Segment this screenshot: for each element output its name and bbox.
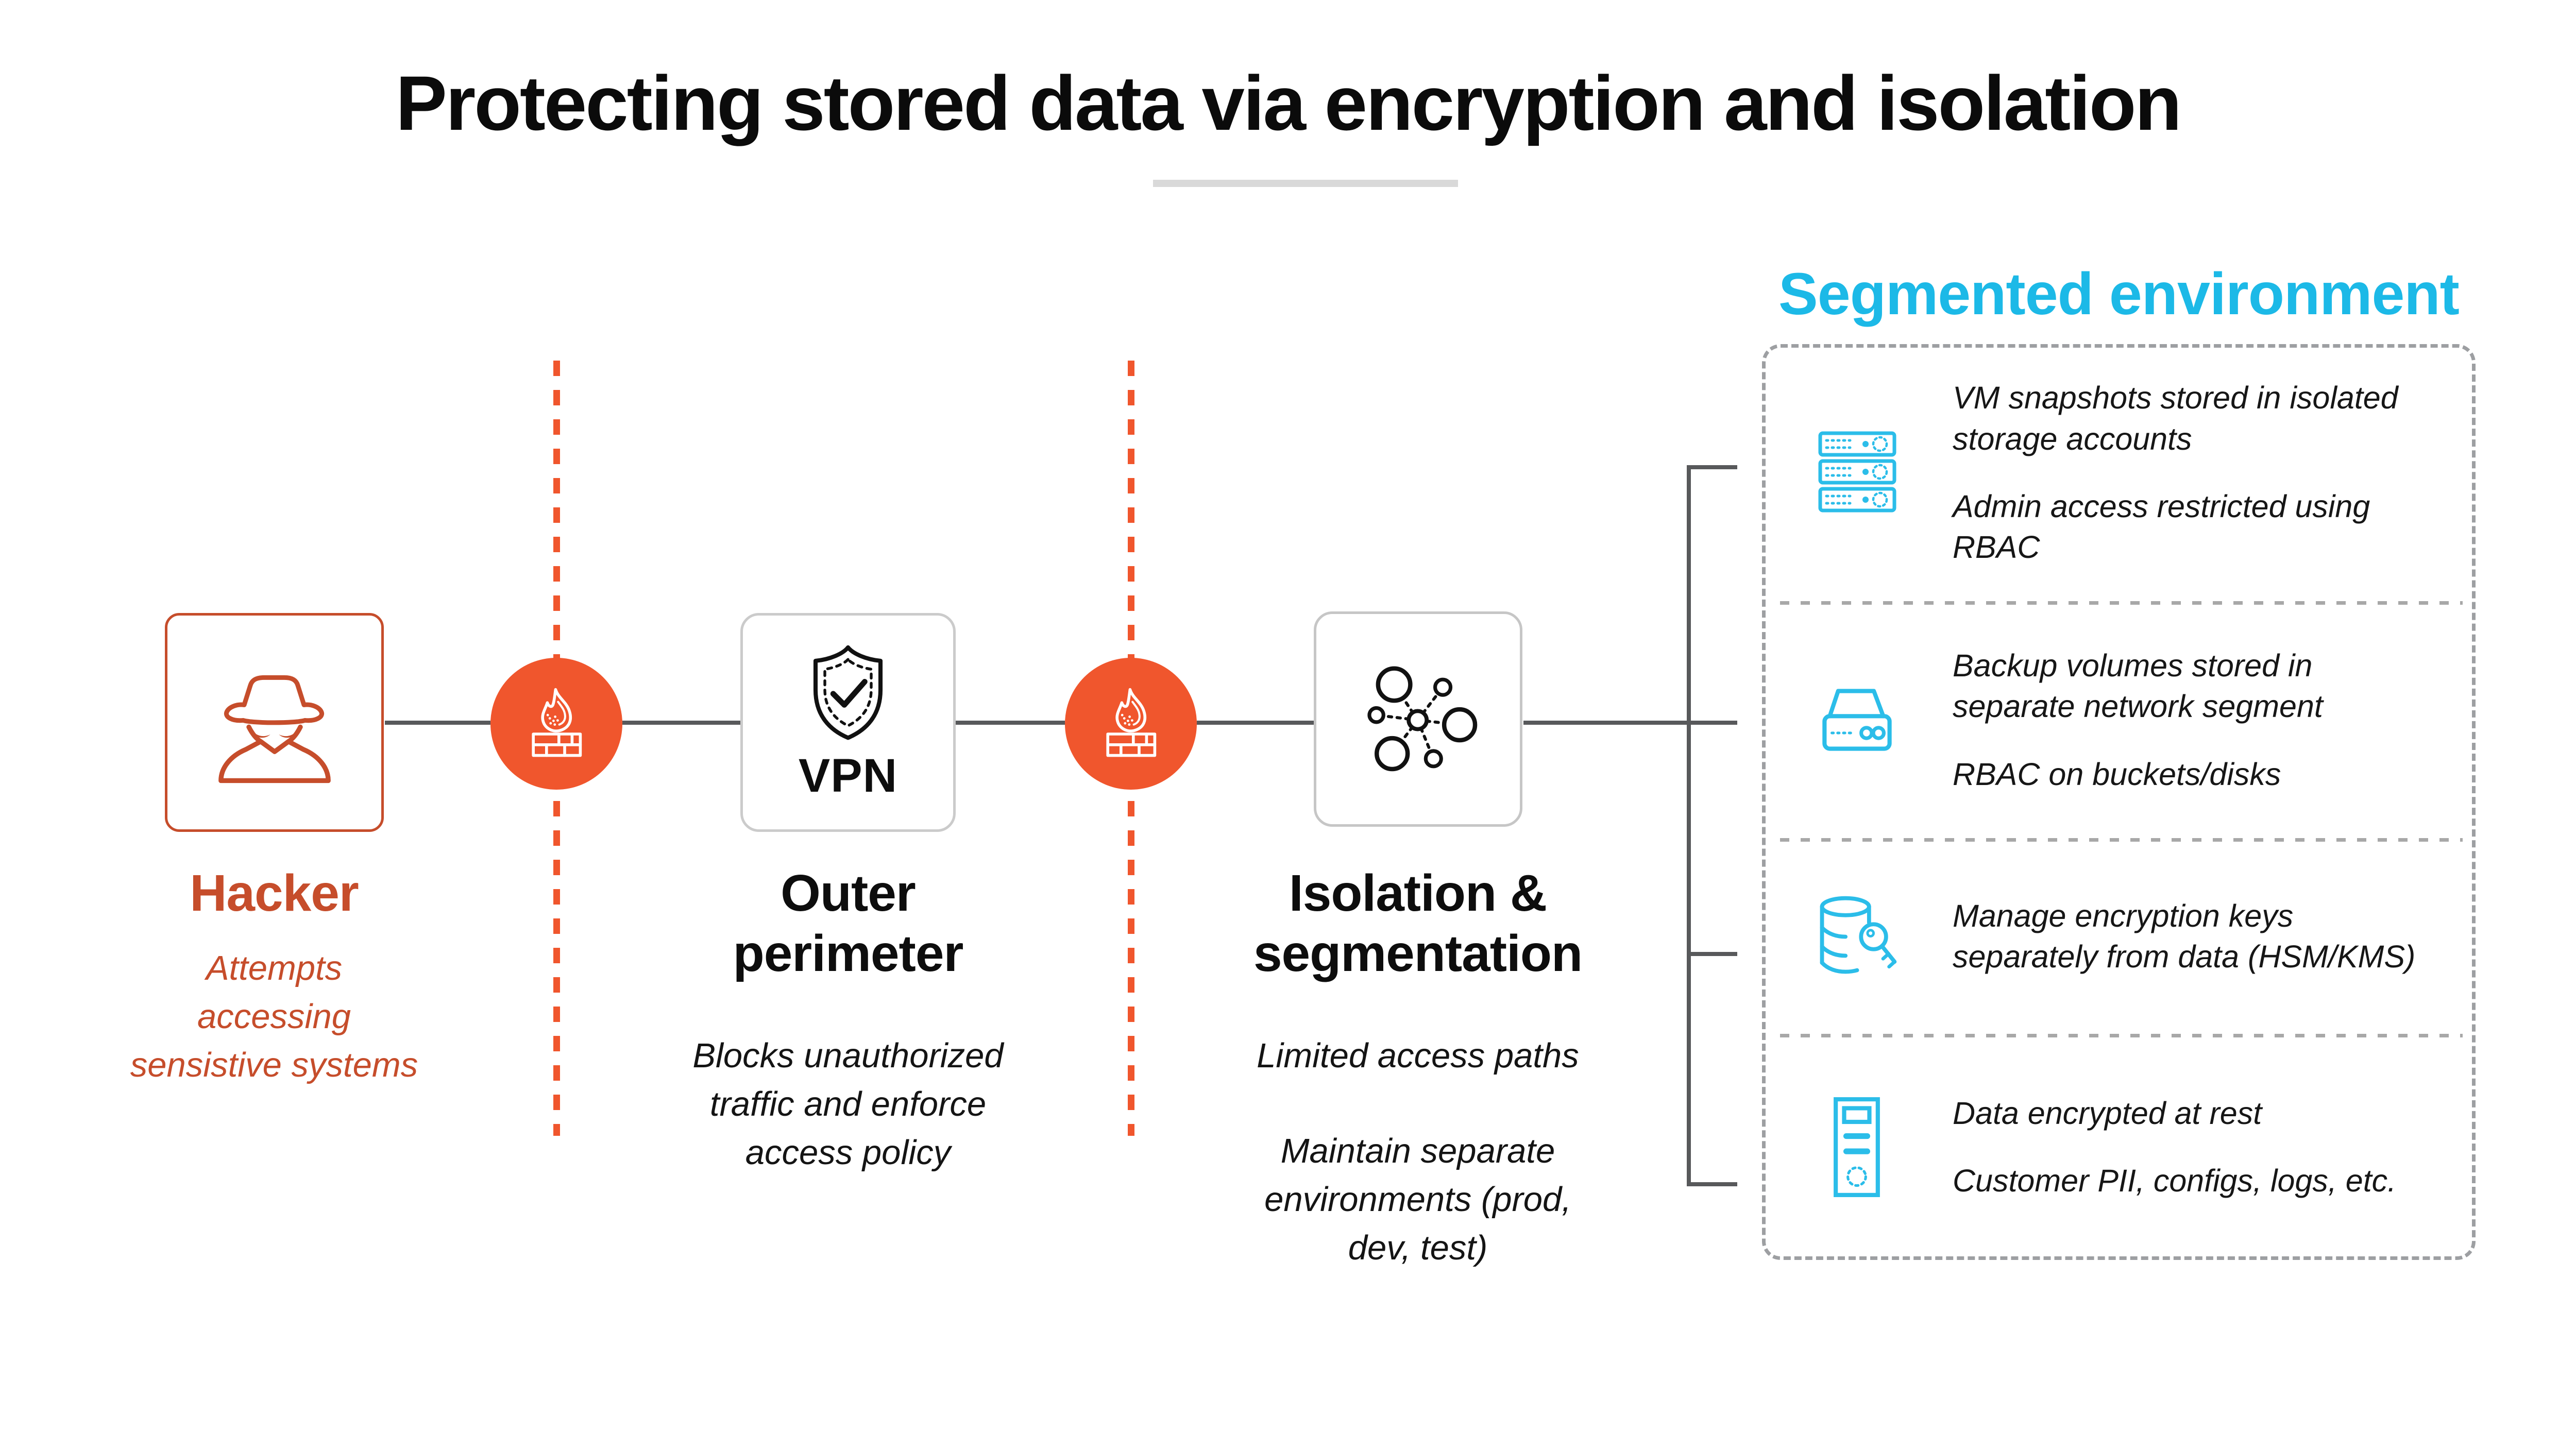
firewall-icon [1090, 680, 1172, 767]
segmented-divider-2 [1780, 838, 2463, 842]
connector-vpn-firewall2 [956, 721, 1065, 725]
title-underline [1153, 180, 1458, 187]
hacker-card [165, 613, 384, 832]
firewall-circle-1 [490, 658, 622, 790]
segmented-item-text: Manage encryption keys separately from d… [1953, 898, 2416, 974]
isolation-description-2: Maintain separate environments (prod, de… [1264, 1132, 1571, 1267]
encrypted-server-icon [1806, 1097, 1909, 1198]
hacker-spy-icon [210, 658, 339, 787]
segmented-item-text: VM snapshots stored in isolated storage … [1953, 380, 2398, 456]
outer-perimeter-heading: Outer perimeter [733, 864, 964, 982]
vpn-card: VPN [740, 613, 956, 832]
segmented-environment-box [1762, 344, 2476, 1260]
hacker-label: Hacker [190, 864, 359, 922]
isolation-heading: Isolation & segmentation [1253, 864, 1583, 982]
server-rack-icon [1806, 431, 1909, 515]
segmented-item-text: RBAC on buckets/disks [1953, 756, 2281, 792]
segmented-row-data-encrypted: Data encrypted at rest Customer PII, con… [1762, 1034, 2476, 1260]
bracket-branch-bottom [1687, 1182, 1737, 1186]
connector-hacker-firewall1 [385, 721, 490, 725]
firewall-circle-2 [1065, 658, 1197, 790]
vpn-box-label: VPN [798, 749, 898, 802]
database-key-icon [1806, 893, 1909, 980]
segmented-environment-title: Segmented environment [1778, 261, 2460, 327]
network-nodes-icon [1346, 647, 1490, 791]
connector-isolation-segmented [1523, 721, 1737, 725]
isolation-description-1: Limited access paths [1257, 1036, 1579, 1075]
segmented-row-encryption-keys: Manage encryption keys separately from d… [1762, 839, 2476, 1034]
firewall-icon [515, 680, 598, 767]
segmented-row-backup-volumes: Backup volumes stored in separate networ… [1762, 602, 2476, 839]
segmented-divider-3 [1780, 1034, 2463, 1037]
connector-firewall1-vpn [622, 721, 740, 725]
bracket-branch-top [1687, 465, 1737, 469]
segmented-row-vm-snapshots: VM snapshots stored in isolated storage … [1762, 344, 2476, 602]
segmented-divider-1 [1780, 601, 2463, 605]
storage-appliance-icon [1806, 685, 1909, 756]
segmented-item-text: Customer PII, configs, logs, etc. [1953, 1163, 2397, 1198]
segmented-item-text: Admin access restricted using RBAC [1953, 489, 2370, 565]
connector-firewall2-isolation [1197, 721, 1314, 725]
hacker-description: Attempts accessing sensistive systems [130, 949, 418, 1084]
bracket-vertical-line [1687, 465, 1691, 1186]
outer-perimeter-description: Blocks unauthorized traffic and enforce … [692, 1036, 1004, 1172]
page-title: Protecting stored data via encryption an… [395, 60, 2182, 146]
segmented-item-text: Data encrypted at rest [1953, 1095, 2262, 1131]
shield-check-icon [802, 642, 894, 744]
isolation-card [1314, 611, 1522, 827]
bracket-branch-3 [1687, 952, 1737, 956]
segmented-item-text: Backup volumes stored in separate networ… [1953, 648, 2323, 724]
